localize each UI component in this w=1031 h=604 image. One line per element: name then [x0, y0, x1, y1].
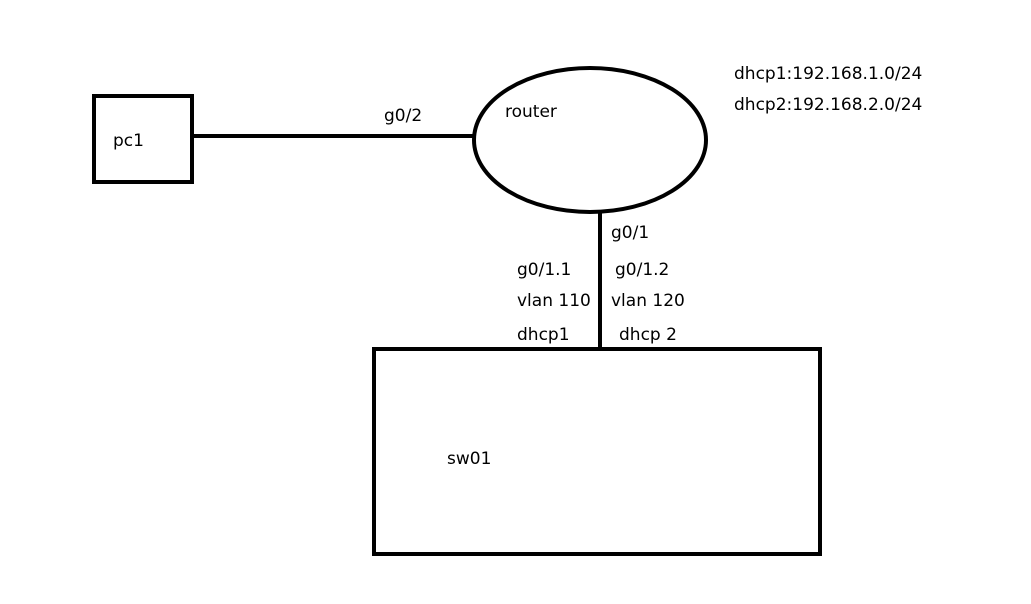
router-node: [472, 66, 708, 214]
sw01-node: [372, 347, 822, 556]
pc1-node: [92, 94, 194, 184]
subif-1-dhcp: dhcp1: [517, 325, 570, 345]
dhcp-pool-1: dhcp1:192.168.1.0/24: [734, 64, 922, 84]
pc1-label: pc1: [113, 131, 144, 151]
subif-1-name: g0/1.1: [517, 260, 571, 280]
g0-2-label: g0/2: [384, 106, 422, 126]
dhcp-pool-2: dhcp2:192.168.2.0/24: [734, 95, 922, 115]
g0-1-label: g0/1: [611, 223, 649, 243]
subif-2-name: g0/1.2: [615, 260, 669, 280]
router-label: router: [505, 102, 557, 122]
subif-1-vlan: vlan 110: [517, 291, 591, 311]
sw01-label: sw01: [447, 449, 491, 469]
subif-2-dhcp: dhcp 2: [619, 325, 677, 345]
subif-2-vlan: vlan 120: [611, 291, 685, 311]
